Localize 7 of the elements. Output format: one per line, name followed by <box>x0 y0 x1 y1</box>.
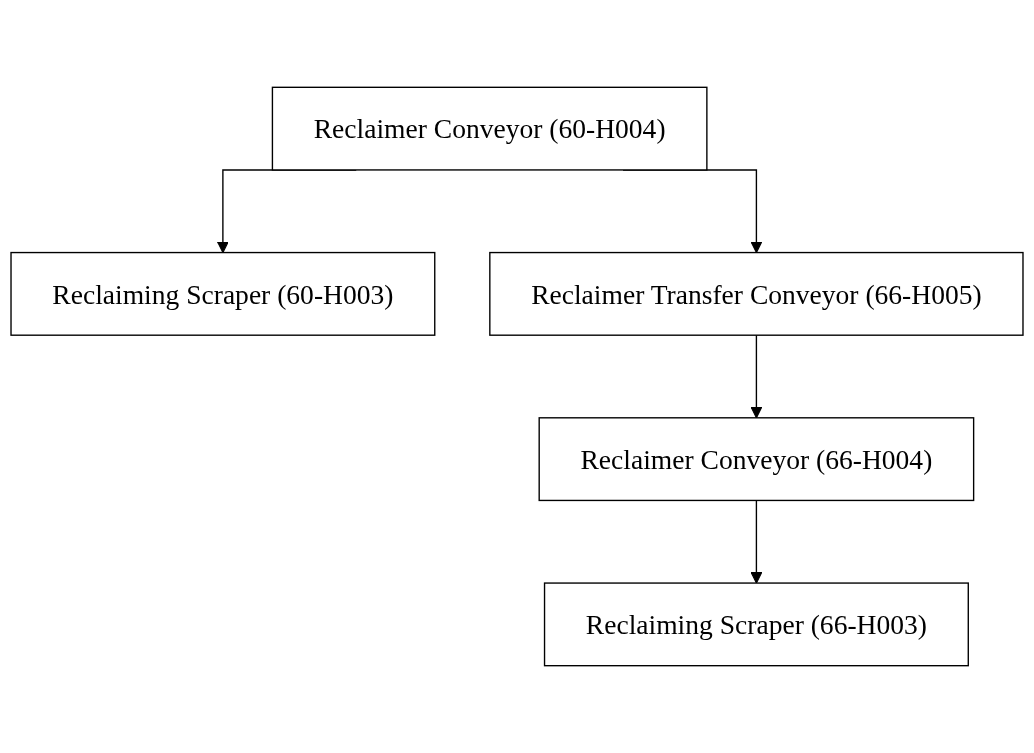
arrow <box>750 499 763 584</box>
node-box: Reclaimer Conveyor (60-H004) <box>271 86 708 171</box>
node-box: Reclaiming Scraper (66-H003) <box>543 582 969 667</box>
node-box: Reclaimer Conveyor (66-H004) <box>538 417 975 502</box>
arrow <box>750 334 763 419</box>
node-box: Reclaiming Scraper (60-H003) <box>10 251 436 336</box>
node-box: Reclaimer Transfer Conveyor (66-H005) <box>489 251 1024 336</box>
